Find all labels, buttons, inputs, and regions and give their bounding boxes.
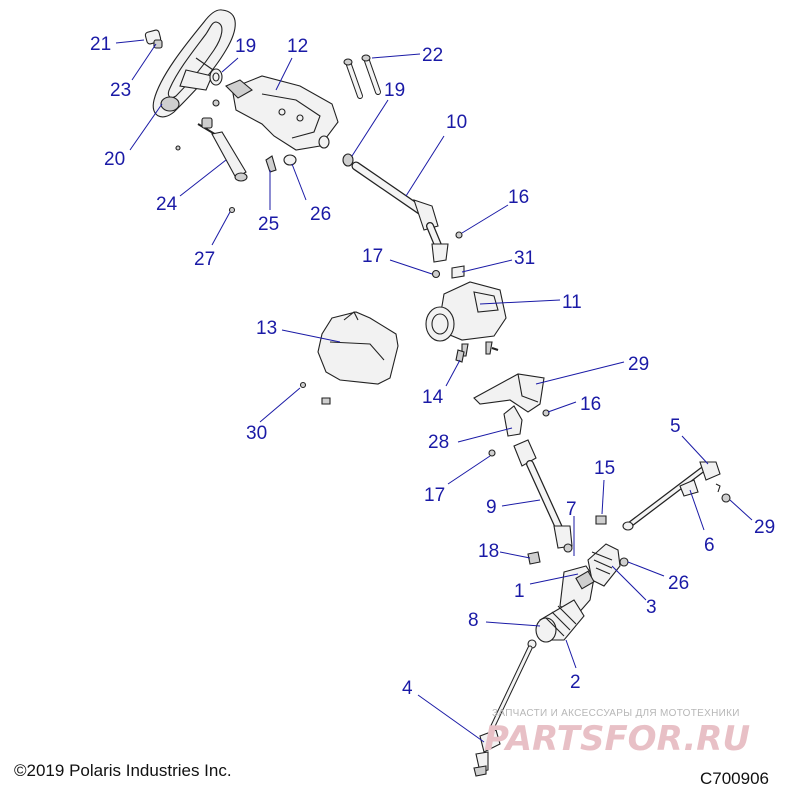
callout-2: 2 <box>570 672 581 693</box>
callout-19: 19 <box>235 36 256 57</box>
callout-15: 15 <box>594 458 615 479</box>
part-lower-bracket <box>503 405 523 437</box>
part-gas-strut <box>197 117 248 182</box>
callout-29: 29 <box>754 517 775 538</box>
callout-28: 28 <box>428 432 449 453</box>
part-upper-shaft <box>342 153 449 263</box>
part-column-cover <box>317 311 399 385</box>
callout-26: 26 <box>668 573 689 594</box>
part-tie-rod-left <box>473 639 537 777</box>
part-small-fasteners-mid <box>299 349 465 405</box>
part-power-steering-unit <box>425 281 507 357</box>
callout-18: 18 <box>478 541 499 562</box>
callout-19: 19 <box>384 80 405 101</box>
callout-31: 31 <box>514 248 535 269</box>
callout-10: 10 <box>446 112 467 133</box>
watermark: ЗАПЧАСТИ И АКСЕССУАРЫ ДЛЯ МОТОТЕХНИКИ PA… <box>484 708 750 759</box>
callout-25: 25 <box>258 214 279 235</box>
watermark-tagline: ЗАПЧАСТИ И АКСЕССУАРЫ ДЛЯ МОТОТЕХНИКИ <box>492 708 740 719</box>
callout-11: 11 <box>562 292 582 313</box>
callout-9: 9 <box>486 497 497 518</box>
callout-13: 13 <box>256 318 277 339</box>
part-bolt-15 <box>595 515 607 525</box>
part-tie-rod-right <box>622 461 731 531</box>
parts-illustration <box>144 9 731 777</box>
part-intermediate-shaft <box>513 439 573 553</box>
callout-29: 29 <box>628 354 649 375</box>
callout-4: 4 <box>402 678 413 699</box>
part-column-bracket <box>225 75 339 151</box>
callout-24: 24 <box>156 194 178 215</box>
callout-23: 23 <box>110 80 131 101</box>
part-column-fasteners <box>431 231 465 279</box>
callout-14: 14 <box>422 387 444 408</box>
part-rack-fasteners <box>527 551 629 567</box>
callout-3: 3 <box>646 597 657 618</box>
callout-17: 17 <box>424 485 445 506</box>
callout-22: 22 <box>422 45 443 66</box>
watermark-brand: PARTSFOR.RU <box>484 719 750 759</box>
callout-8: 8 <box>468 610 479 631</box>
callout-5: 5 <box>670 416 681 437</box>
part-mount-plate <box>473 373 545 413</box>
callout-30: 30 <box>246 423 267 444</box>
leader-lines <box>115 39 753 743</box>
part-hub-ring <box>209 68 223 86</box>
callout-1: 1 <box>514 581 525 602</box>
callout-12: 12 <box>287 36 308 57</box>
callout-27: 27 <box>194 249 215 270</box>
callout-17: 17 <box>362 246 383 267</box>
callout-labels: 21 19 12 22 23 19 10 20 24 25 26 16 27 1… <box>90 34 775 699</box>
copyright-text: ©2019 Polaris Industries Inc. <box>14 761 232 780</box>
callout-7: 7 <box>566 499 577 520</box>
part-horn-cap <box>144 29 163 49</box>
callout-26: 26 <box>310 204 331 225</box>
callout-16: 16 <box>580 394 601 415</box>
callout-20: 20 <box>104 149 125 170</box>
part-rack-boot <box>535 599 585 643</box>
part-lower-fasteners <box>488 409 550 457</box>
callout-21: 21 <box>90 34 111 55</box>
callout-16: 16 <box>508 187 529 208</box>
drawing-code: C700906 <box>700 769 769 788</box>
part-steering-wheel <box>152 9 236 118</box>
part-long-bolts <box>343 54 381 99</box>
callout-6: 6 <box>704 535 715 556</box>
part-small-fasteners-top <box>175 99 297 214</box>
